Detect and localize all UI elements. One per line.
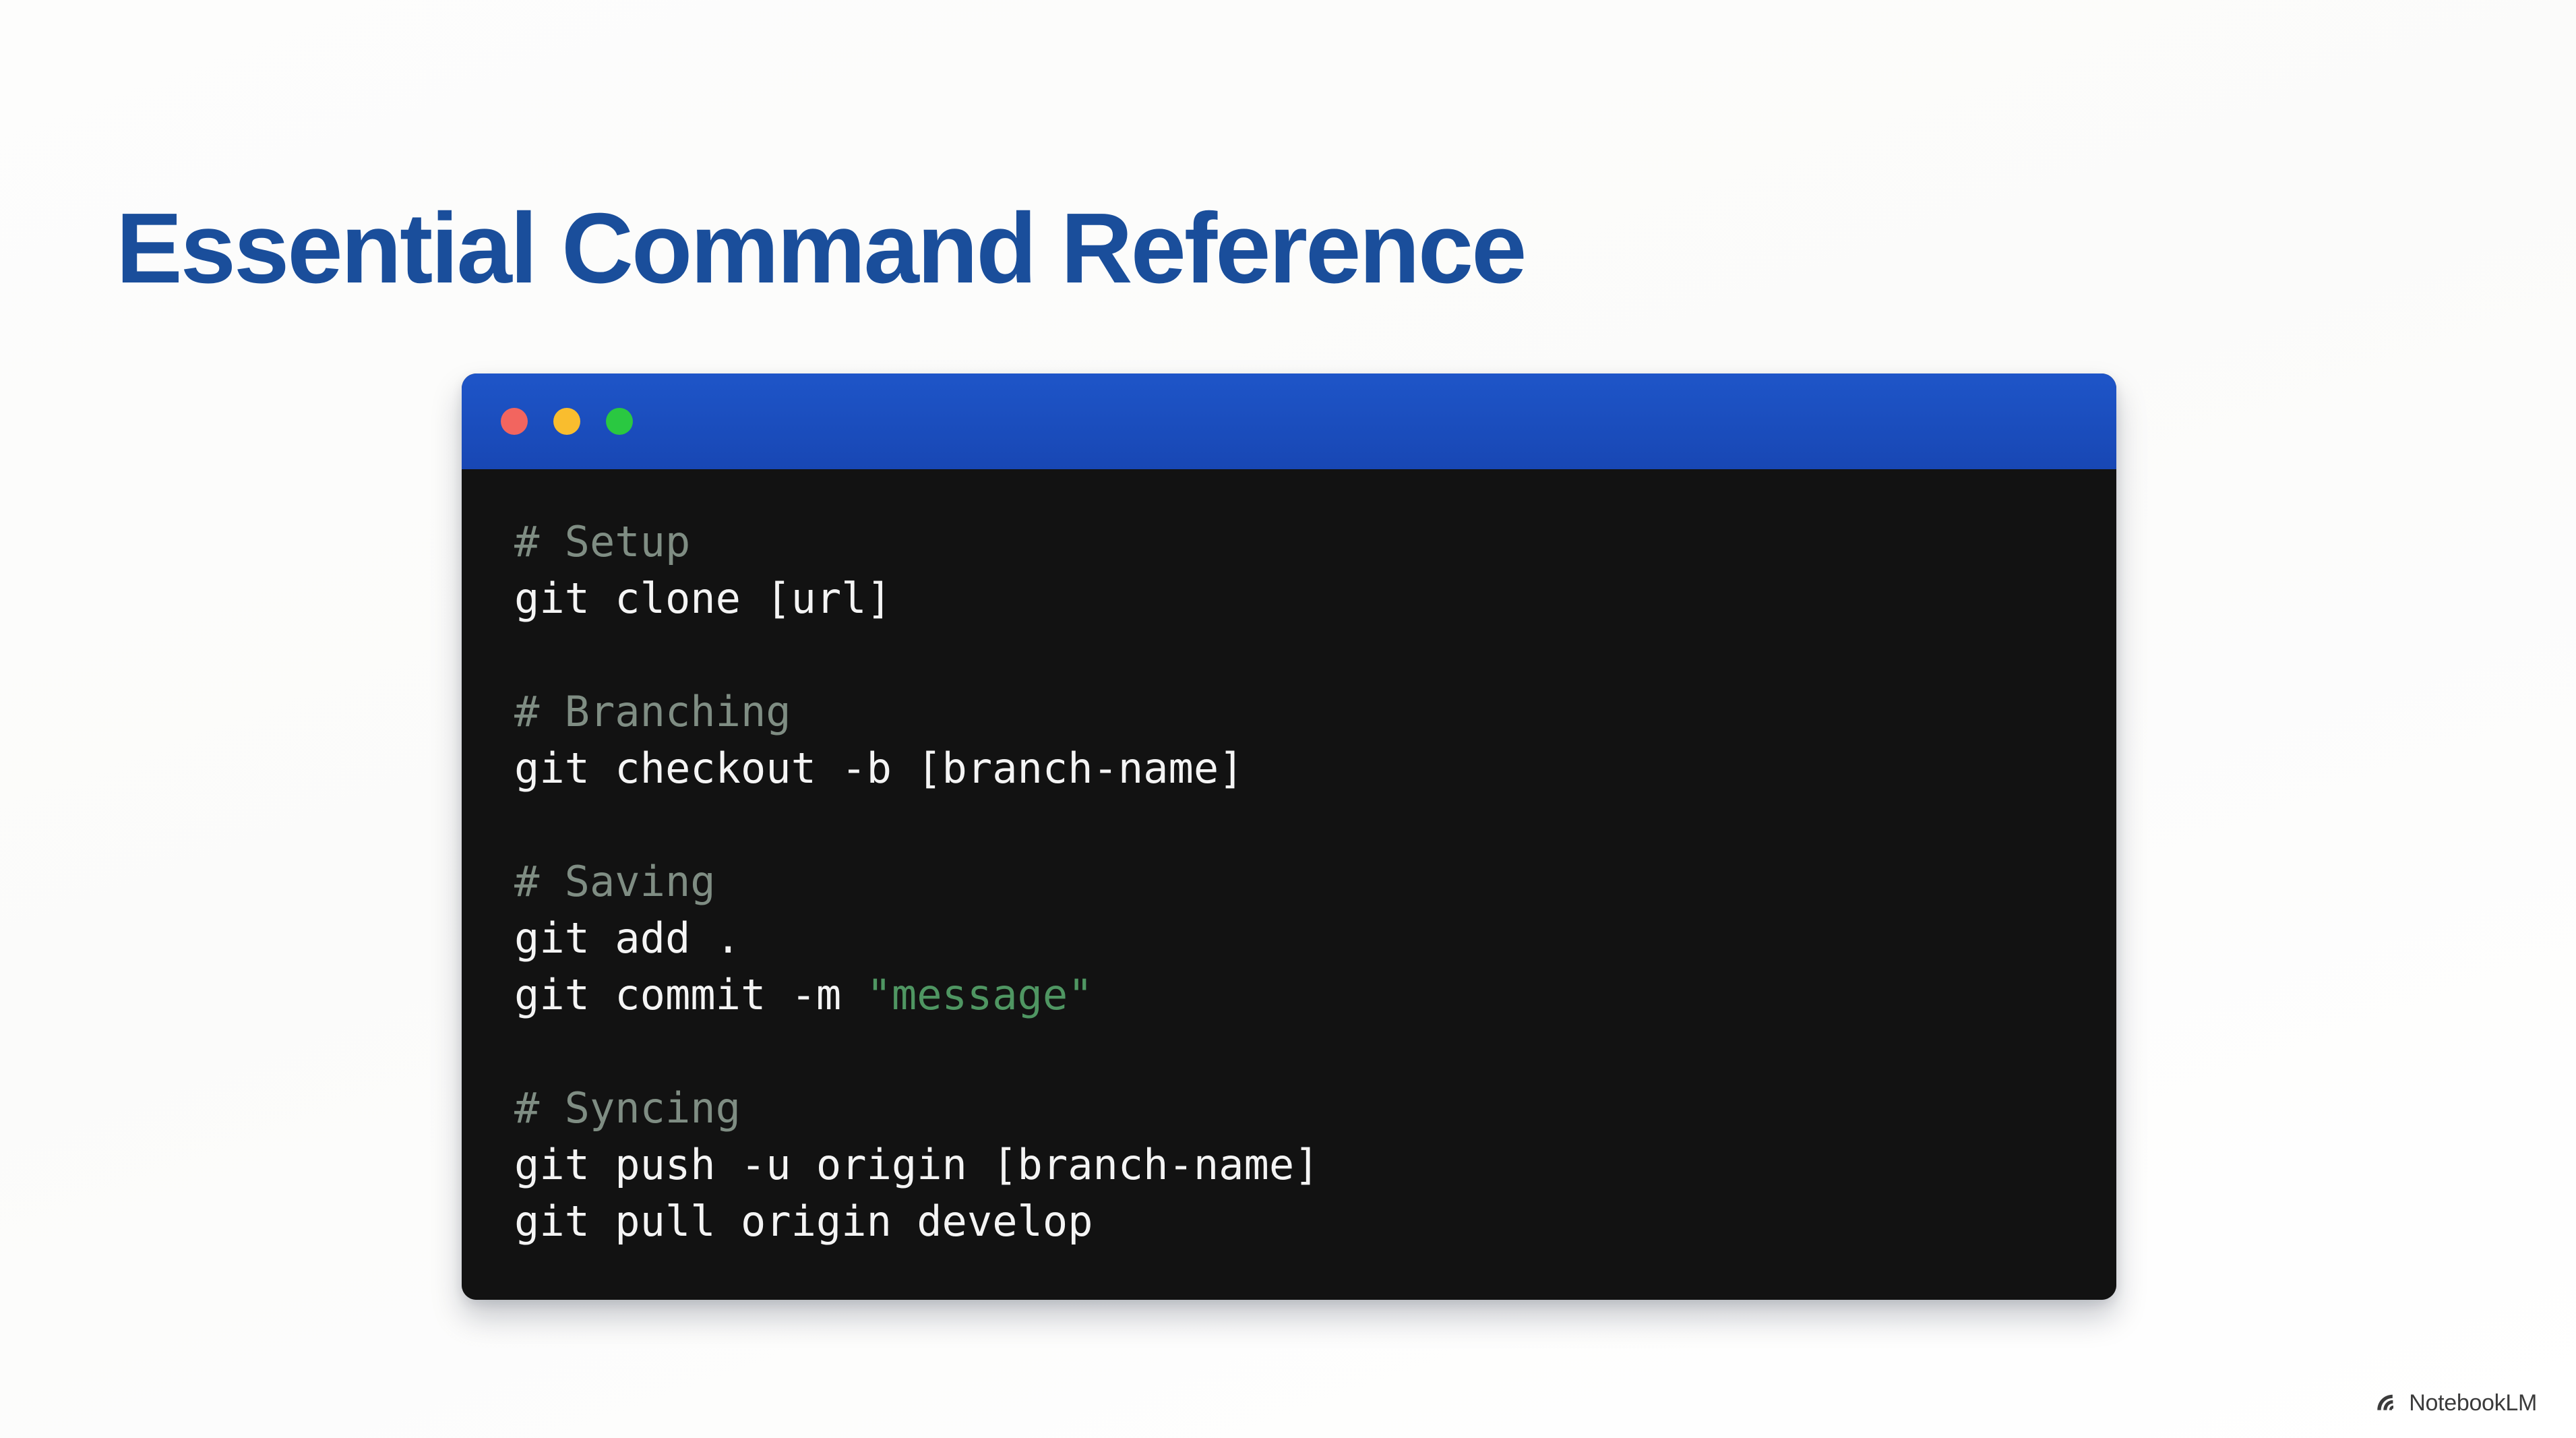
terminal-body: # Setup git clone [url] # Branching git che…	[462, 469, 2116, 1300]
code-command-text: git clone [url]	[514, 574, 892, 623]
notebooklm-watermark-label: NotebookLM	[2409, 1390, 2537, 1416]
page-title: Essential Command Reference	[116, 193, 1527, 305]
code-comment-line: # Branching	[514, 687, 791, 736]
code-string-literal: "message"	[866, 970, 1093, 1019]
code-comment-line: # Syncing	[514, 1083, 741, 1133]
code-command-text: git push -u origin [branch-name]	[514, 1140, 1320, 1189]
code-command-line: git clone [url]	[514, 570, 2116, 627]
terminal-code-content: # Setup git clone [url] # Branching git che…	[514, 514, 2116, 1250]
window-controls	[501, 408, 633, 435]
close-window-button[interactable]	[501, 408, 528, 435]
code-comment-line: # Setup	[514, 517, 691, 566]
code-block: # Setup git clone [url]	[514, 514, 2116, 627]
terminal-titlebar[interactable]	[462, 373, 2116, 469]
minimize-window-button[interactable]	[553, 408, 580, 435]
code-command-text: git pull origin develop	[514, 1197, 1093, 1246]
code-comment-line: # Saving	[514, 857, 716, 906]
code-command-line: git add .	[514, 910, 2116, 967]
code-command-line: git pull origin develop	[514, 1193, 2116, 1250]
maximize-window-button[interactable]	[606, 408, 633, 435]
code-command-text: git commit -m	[514, 970, 867, 1019]
code-command-text: git add .	[514, 913, 741, 963]
code-block: # Syncing git push -u origin [branch-name…	[514, 1080, 2116, 1250]
code-command-line: git push -u origin [branch-name]	[514, 1137, 2116, 1193]
code-command-text: git checkout -b [branch-name]	[514, 744, 1244, 793]
code-command-line: git checkout -b [branch-name]	[514, 740, 2116, 797]
code-command-line: git commit -m "message"	[514, 967, 2116, 1023]
notebooklm-logo-icon	[2377, 1394, 2394, 1410]
code-block: # Branching git checkout -b [branch-name]	[514, 684, 2116, 797]
terminal-window: # Setup git clone [url] # Branching git che…	[462, 373, 2116, 1300]
notebooklm-watermark: NotebookLM	[2375, 1390, 2537, 1416]
